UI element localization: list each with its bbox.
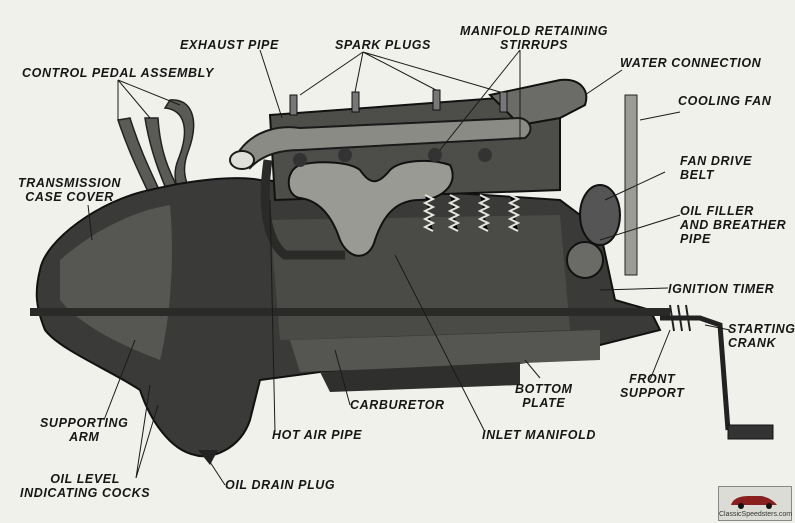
- label-manifold-retaining-stirrups: MANIFOLD RETAINING STIRRUPS: [460, 24, 609, 52]
- valve-springs: [422, 194, 521, 232]
- inlet-manifold: [287, 148, 492, 257]
- bottom-plate-illus: [320, 362, 520, 392]
- label-front-support: FRONT SUPPORT: [620, 372, 685, 400]
- label-starting-crank: STARTING CRANK: [728, 322, 795, 350]
- spark-plugs: [289, 89, 508, 116]
- drain-plug-illus: [198, 450, 218, 465]
- label-oil-filler-breather-pipe: OIL FILLER AND BREATHER PIPE: [680, 204, 787, 246]
- label-bottom-plate: BOTTOM PLATE: [515, 382, 573, 410]
- label-ignition-timer: IGNITION TIMER: [668, 282, 775, 296]
- label-carburetor: CARBURETOR: [350, 398, 445, 412]
- label-transmission-case-cover: TRANSMISSION CASE COVER: [18, 176, 122, 204]
- hot-air-pipe: [260, 159, 345, 260]
- label-fan-drive-belt: FAN DRIVE BELT: [680, 154, 753, 182]
- starting-crank-illus: [660, 304, 774, 440]
- leader-lines: [87, 49, 731, 486]
- label-control-pedal-assembly: CONTROL PEDAL ASSEMBLY: [22, 66, 214, 80]
- label-supporting-arm: SUPPORTING ARM: [40, 416, 129, 444]
- car-logo-icon: [731, 496, 777, 509]
- label-hot-air-pipe: HOT AIR PIPE: [272, 428, 363, 442]
- cooling-fan: [566, 94, 638, 279]
- watermark-logo: ClassicSpeedsters.com: [718, 486, 792, 521]
- label-oil-level-indicating-cocks: OIL LEVEL INDICATING COCKS: [20, 472, 151, 500]
- label-oil-drain-plug: OIL DRAIN PLUG: [225, 478, 336, 492]
- control-pedals: [117, 99, 195, 202]
- label-spark-plugs: SPARK PLUGS: [335, 38, 431, 52]
- exhaust-manifold: [229, 116, 532, 170]
- label-water-connection: WATER CONNECTION: [620, 56, 762, 70]
- label-cooling-fan: COOLING FAN: [678, 94, 772, 108]
- label-exhaust-pipe: EXHAUST PIPE: [180, 38, 279, 52]
- watermark-text: ClassicSpeedsters.com: [719, 511, 793, 518]
- label-inlet-manifold: INLET MANIFOLD: [482, 428, 596, 442]
